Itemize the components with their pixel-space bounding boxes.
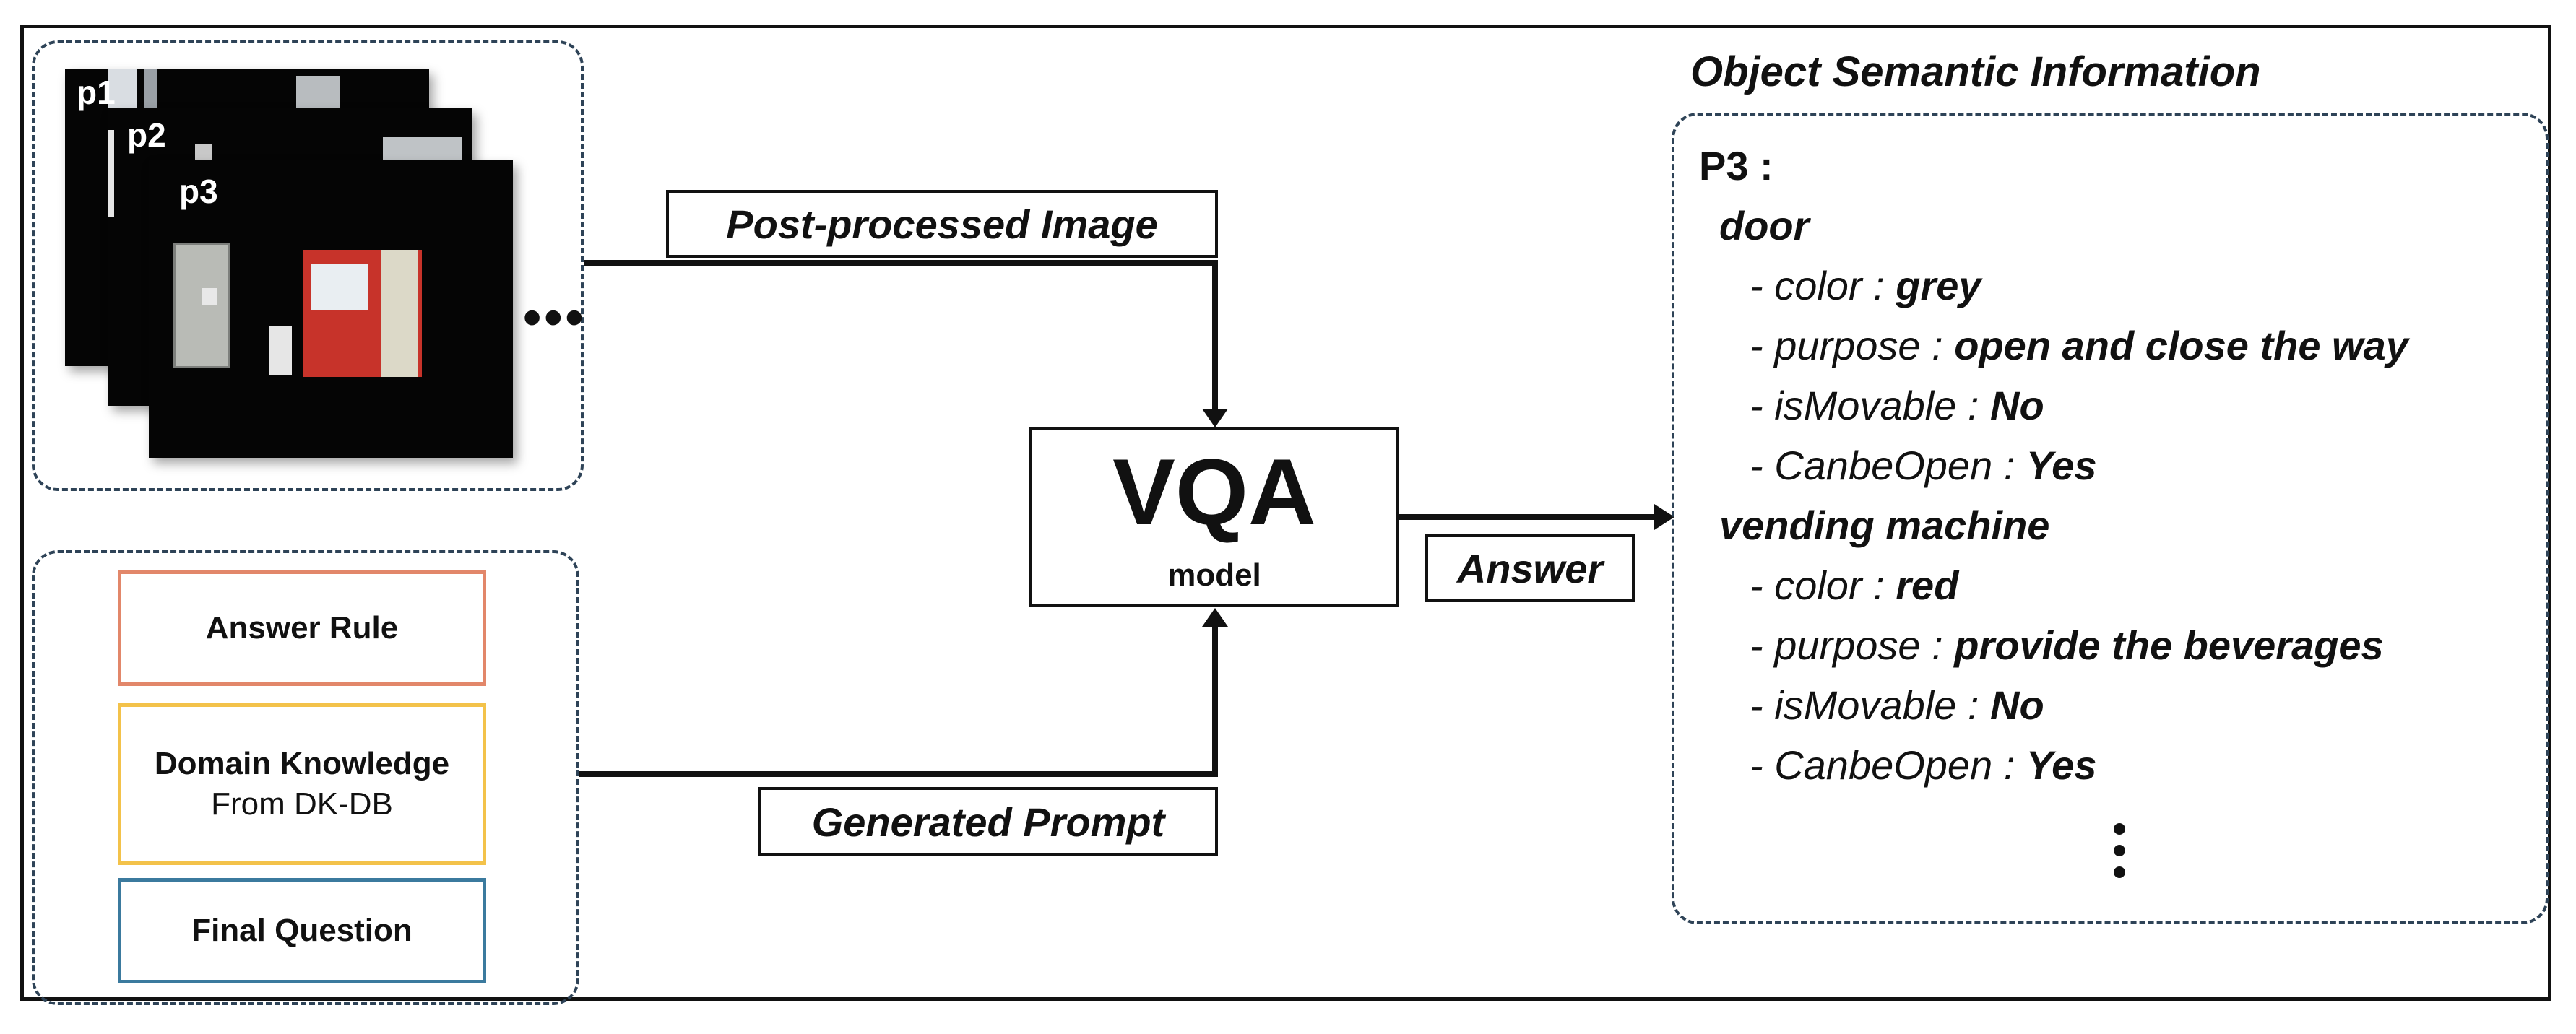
attribute-value: Yes [2026,443,2097,488]
answer-rule-box: Answer Rule [118,570,486,686]
final-question-label: Final Question [191,913,412,948]
final-question-box: Final Question [118,878,486,983]
object-name: vending machine [1719,503,2050,548]
attribute-value: provide the beverages [1954,622,2384,668]
object-attribute: - isMovable : No [1699,675,2408,735]
door-picture [173,243,230,368]
vqa-model-title: VQA [1112,439,1316,544]
image-label-p3: p3 [179,173,218,210]
object-attribute: - color : grey [1699,256,2408,316]
more-objects-ellipsis [2114,823,2128,888]
attribute-key: - CanbeOpen : [1750,742,2026,788]
object-attribute: - color : red [1699,555,2408,615]
semantic-info-title: Object Semantic Information [1690,48,2261,95]
image-label-p1: p1 [77,74,116,111]
object-attribute: - isMovable : No [1699,375,2408,435]
object-attribute: - CanbeOpen : Yes [1699,735,2408,795]
image-group [32,40,584,491]
attribute-value: No [1990,682,2044,728]
attribute-key: - isMovable : [1750,682,1990,728]
attribute-key: - color : [1750,263,1896,308]
figure-frame [20,25,2551,1001]
image-p3: p3 [149,160,513,458]
attribute-key: - purpose : [1750,622,1955,668]
image-id-heading: P3 : [1699,143,1773,188]
prompt-group [32,550,579,1005]
post-processed-image-label: Post-processed Image [666,190,1218,258]
attribute-value: grey [1896,263,1981,308]
vending-machine-picture [303,250,422,377]
generated-prompt-label: Generated Prompt [758,787,1218,856]
attribute-value: No [1990,383,2044,428]
vqa-model-box: VQA model [1029,427,1399,607]
objects-list: door- color : grey- purpose : open and c… [1699,196,2408,795]
attribute-value: red [1896,562,1959,608]
attribute-key: - CanbeOpen : [1750,443,2026,488]
object-attribute: - CanbeOpen : Yes [1699,435,2408,495]
attribute-value: Yes [2026,742,2097,788]
domain-knowledge-box: Domain Knowledge From DK-DB [118,703,486,865]
more-images-ellipsis: ••• [523,289,587,347]
answer-rule-label: Answer Rule [205,610,399,646]
semantic-info-panel [1672,113,2549,924]
answer-label: Answer [1425,534,1635,602]
attribute-key: - color : [1750,562,1896,608]
domain-knowledge-label: Domain Knowledge [154,746,450,781]
image-to-model-arrow [584,260,1218,410]
object-name: door [1719,203,1810,248]
attribute-key: - purpose : [1750,323,1955,368]
semantic-info-body: P3 : door- color : grey- purpose : open … [1699,136,2408,795]
attribute-value: open and close the way [1954,323,2408,368]
image-label-p2: p2 [127,116,166,154]
vqa-model-subtitle: model [1167,557,1261,593]
object-attribute: - purpose : provide the beverages [1699,615,2408,675]
object-attribute: - purpose : open and close the way [1699,316,2408,375]
domain-knowledge-source: From DK-DB [211,786,393,822]
attribute-key: - isMovable : [1750,383,1990,428]
prompt-to-model-arrow [579,625,1218,777]
